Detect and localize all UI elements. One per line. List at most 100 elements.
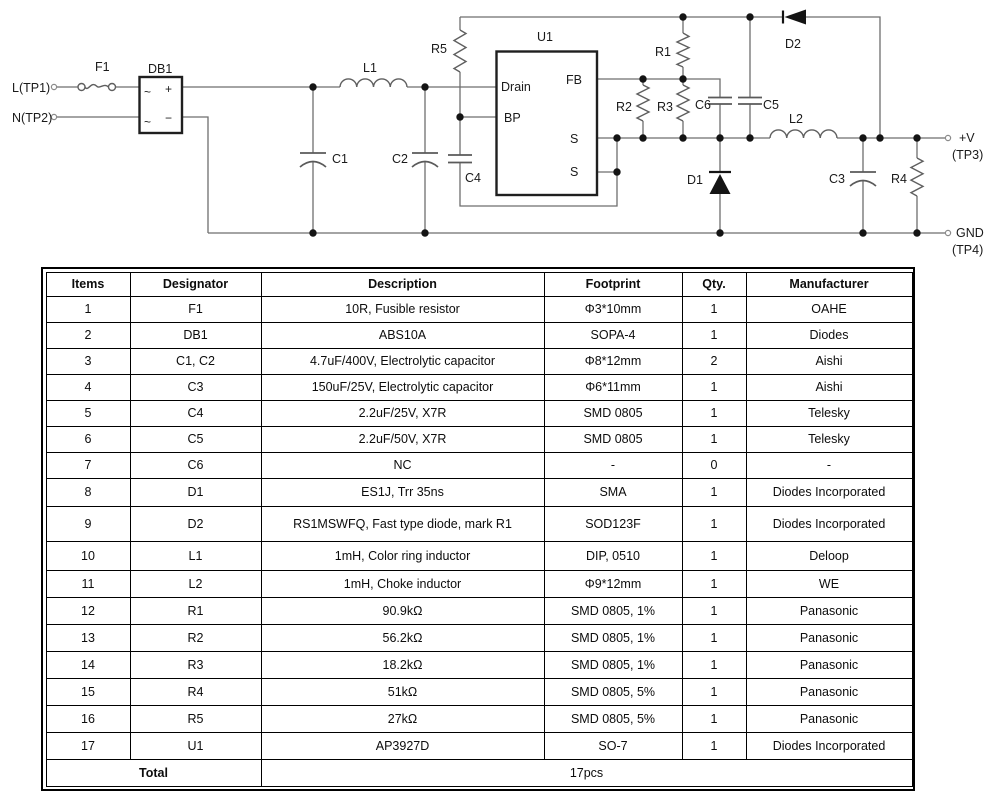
bom-cell: 1 bbox=[681, 399, 747, 427]
bom-cell: 1mH, Color ring inductor bbox=[260, 540, 545, 571]
bom-cell: 10 bbox=[45, 540, 131, 571]
bom-cell: 7 bbox=[45, 451, 131, 479]
ic-u1-symbol: Drain BP FB S S bbox=[495, 50, 599, 197]
capacitor-c5-symbol bbox=[738, 96, 762, 105]
capacitor-c6-symbol bbox=[708, 96, 732, 105]
bom-cell: ABS10A bbox=[260, 321, 545, 349]
bom-cell: Diodes Incorporated bbox=[745, 477, 913, 507]
bom-cell: R3 bbox=[129, 650, 262, 679]
db1-ac1-mark: ~ bbox=[144, 85, 151, 99]
bom-cell: 51kΩ bbox=[260, 677, 545, 706]
bom-cell: C3 bbox=[129, 373, 262, 401]
bom-cell: WE bbox=[745, 569, 913, 598]
bom-cell: 11 bbox=[45, 569, 131, 598]
bom-cell: SMD 0805, 5% bbox=[543, 704, 683, 733]
bom-cell: Panasonic bbox=[745, 623, 913, 652]
bom-cell: ES1J, Trr 35ns bbox=[260, 477, 545, 507]
bom-cell: 1 bbox=[681, 677, 747, 706]
bom-cell: Diodes Incorporated bbox=[745, 731, 913, 760]
bom-cell: L2 bbox=[129, 569, 262, 598]
resistor-r5-symbol bbox=[452, 29, 468, 73]
bom-cell: 1 bbox=[681, 321, 747, 349]
bom-cell: - bbox=[543, 451, 683, 479]
bom-cell: 27kΩ bbox=[260, 704, 545, 733]
bom-cell: RS1MSWFQ, Fast type diode, mark R1 bbox=[260, 505, 545, 542]
bom-cell: 1 bbox=[681, 540, 747, 571]
capacitor-c3-symbol bbox=[849, 171, 877, 187]
label-tp4-sub: (TP4) bbox=[952, 243, 983, 257]
bom-cell: 1 bbox=[681, 505, 747, 542]
bom-cell: D1 bbox=[129, 477, 262, 507]
label-c5: C5 bbox=[763, 98, 779, 112]
bom-cell: R2 bbox=[129, 623, 262, 652]
bom-cell: SMD 0805, 1% bbox=[543, 650, 683, 679]
bom-cell: 13 bbox=[45, 623, 131, 652]
bom-cell: Φ9*12mm bbox=[543, 569, 683, 598]
label-c1: C1 bbox=[332, 152, 348, 166]
inductor-l2-symbol bbox=[769, 129, 838, 139]
bom-cell: 10R, Fusible resistor bbox=[260, 295, 545, 323]
bom-header-cell: Description bbox=[260, 271, 545, 297]
circuit-schematic: ~ + ~ − bbox=[12, 9, 984, 257]
label-r4: R4 bbox=[891, 172, 907, 186]
capacitor-c2-symbol bbox=[411, 152, 439, 168]
bom-cell: 1 bbox=[681, 569, 747, 598]
bom-cell: 2 bbox=[45, 321, 131, 349]
bom-cell: C1, C2 bbox=[129, 347, 262, 375]
bom-cell: C4 bbox=[129, 399, 262, 427]
bom-cell: 1 bbox=[681, 425, 747, 453]
label-tp1: L(TP1) bbox=[12, 81, 50, 95]
bom-cell: 5 bbox=[45, 399, 131, 427]
u1-pin-s1: S bbox=[570, 132, 578, 146]
bom-cell: R1 bbox=[129, 596, 262, 625]
bom-cell: DB1 bbox=[129, 321, 262, 349]
bom-cell: 1 bbox=[681, 373, 747, 401]
bom-cell: 4.7uF/400V, Electrolytic capacitor bbox=[260, 347, 545, 375]
u1-pin-bp: BP bbox=[504, 111, 521, 125]
junction-dots bbox=[309, 13, 921, 237]
bom-cell: DIP, 0510 bbox=[543, 540, 683, 571]
u1-pin-drain: Drain bbox=[501, 80, 531, 94]
bom-cell: U1 bbox=[129, 731, 262, 760]
terminal-circles bbox=[50, 83, 952, 237]
bom-cell: Φ8*12mm bbox=[543, 347, 683, 375]
bom-cell: Telesky bbox=[745, 399, 913, 427]
label-tp3: +V bbox=[959, 131, 975, 145]
bom-cell: 56.2kΩ bbox=[260, 623, 545, 652]
bom-cell: Panasonic bbox=[745, 596, 913, 625]
bom-cell: 14 bbox=[45, 650, 131, 679]
label-u1: U1 bbox=[537, 30, 553, 44]
bom-cell: 1 bbox=[681, 650, 747, 679]
bom-header-cell: Items bbox=[45, 271, 131, 297]
bom-cell: C6 bbox=[129, 451, 262, 479]
bom-cell: Diodes Incorporated bbox=[745, 505, 913, 542]
label-l1: L1 bbox=[363, 61, 377, 75]
bom-cell: Panasonic bbox=[745, 704, 913, 733]
bom-cell: SO-7 bbox=[543, 731, 683, 760]
bom-cell: SOD123F bbox=[543, 505, 683, 542]
bom-cell: - bbox=[745, 451, 913, 479]
bom-cell: Diodes bbox=[745, 321, 913, 349]
inductor-l1-symbol bbox=[339, 78, 408, 88]
bom-cell: 9 bbox=[45, 505, 131, 542]
label-f1: F1 bbox=[95, 60, 110, 74]
bom-cell: 18.2kΩ bbox=[260, 650, 545, 679]
bom-header-cell: Manufacturer bbox=[745, 271, 913, 297]
bom-cell: C5 bbox=[129, 425, 262, 453]
capacitor-c1-symbol bbox=[299, 152, 327, 168]
db1-ac2-mark: ~ bbox=[144, 115, 151, 129]
